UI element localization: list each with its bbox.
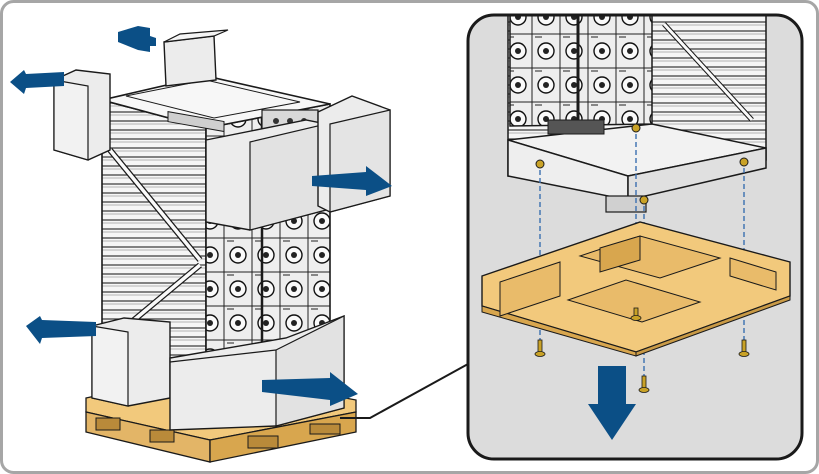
screws — [534, 307, 750, 393]
screw-icon — [630, 307, 642, 321]
screw-icon — [534, 339, 546, 357]
arrow-icon — [26, 316, 96, 344]
arrow-icon — [312, 166, 392, 196]
detail-view — [466, 13, 804, 461]
removal-arrows — [10, 26, 392, 406]
detail-connector — [340, 363, 469, 419]
arrow-icon — [118, 26, 156, 52]
arrow-down-icon — [588, 366, 636, 440]
detail-pallet — [481, 221, 791, 357]
arrow-icon — [10, 70, 64, 94]
packaging-foam — [53, 29, 391, 431]
arrow-icon — [262, 372, 358, 406]
detail-border — [466, 13, 804, 461]
screw-icon — [638, 375, 650, 393]
screw-icon — [738, 339, 750, 357]
